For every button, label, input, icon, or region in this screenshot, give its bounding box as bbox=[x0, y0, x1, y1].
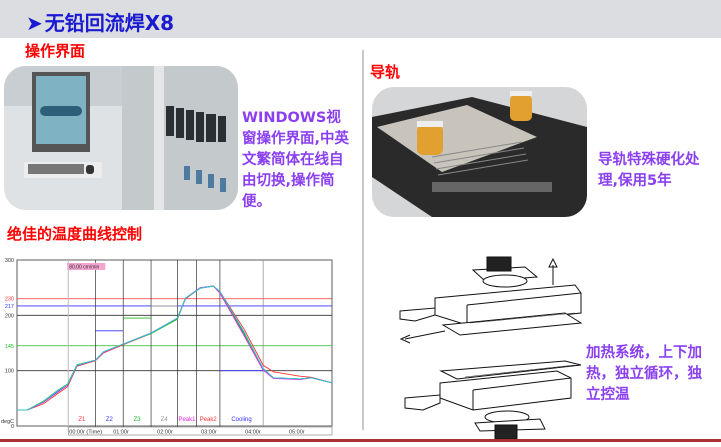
time-axis bbox=[67, 426, 333, 436]
control-panel-photo bbox=[4, 66, 238, 210]
section-label-rail: 导轨 bbox=[370, 63, 401, 81]
x-tick-label: 01:00r bbox=[113, 430, 129, 436]
rail-photo bbox=[372, 87, 587, 217]
zone-label: Z2 bbox=[106, 417, 114, 423]
heating-system-diagram bbox=[399, 256, 583, 439]
section-label-curve: 绝佳的温度曲线控制 bbox=[7, 225, 143, 243]
zone-label: Peak2 bbox=[200, 417, 218, 423]
x-tick-label: 02:00r bbox=[157, 430, 173, 436]
y-tick-label: 300 bbox=[5, 258, 14, 264]
rail-image bbox=[372, 87, 587, 217]
y-tick-label: 217 bbox=[5, 304, 14, 310]
header-bar bbox=[0, 0, 721, 38]
y-tick-label: 230 bbox=[5, 297, 14, 303]
plot-area bbox=[16, 259, 333, 427]
ui-description: WINDOWS视窗操作界面,中英文繁简体在线自由切换,操作简便。 bbox=[242, 110, 350, 210]
series-line bbox=[17, 285, 333, 411]
x-tick-label: 00:00r (Time) bbox=[69, 430, 102, 436]
x-tick-label: 03:00r bbox=[201, 430, 217, 436]
column-divider bbox=[362, 50, 364, 430]
zone-label: Z4 bbox=[161, 417, 169, 423]
speed-label: 80,00 cm/min bbox=[69, 265, 99, 271]
page-title: ➤无铅回流焊X8 bbox=[26, 7, 174, 36]
y-tick-label: 200 bbox=[5, 313, 14, 319]
x-tick-label: 05:00r bbox=[289, 430, 305, 436]
page-title-text: 无铅回流焊X8 bbox=[44, 11, 175, 35]
y-tick-label: 145 bbox=[5, 344, 14, 350]
y-tick-label: 0 bbox=[11, 424, 14, 430]
speed-badge bbox=[67, 263, 106, 270]
section-label-ui: 操作界面 bbox=[25, 42, 86, 60]
zone-label: Z1 bbox=[78, 417, 86, 423]
zone-label: Cooling bbox=[231, 417, 251, 423]
bottom-rule bbox=[0, 439, 721, 442]
zone-label: Z3 bbox=[134, 417, 142, 423]
control-panel-image bbox=[4, 66, 238, 210]
x-tick-label: 04:00r bbox=[245, 430, 261, 436]
rail-description: 导轨特殊硬化处理,保用5年 bbox=[598, 152, 700, 189]
heating-description: 加热系统，上下加热，独立循环，独立控温 bbox=[586, 345, 702, 403]
y-axis-label: degC bbox=[1, 419, 14, 425]
y-tick-label: 100 bbox=[5, 369, 14, 375]
arrow-right-icon: ➤ bbox=[26, 11, 43, 35]
zone-label: Peak1 bbox=[178, 417, 196, 423]
